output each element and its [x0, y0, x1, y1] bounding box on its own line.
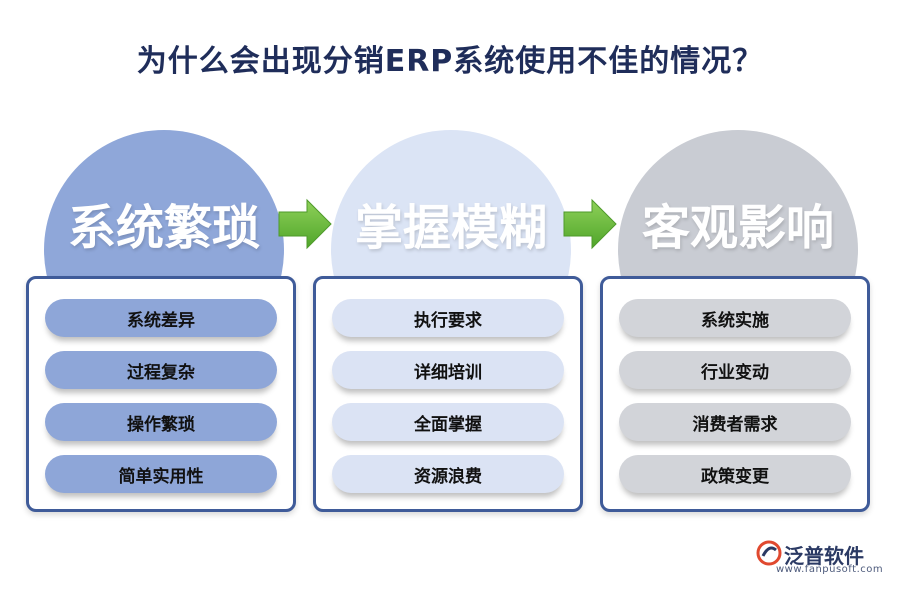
logo-name: 泛普软件 [784, 544, 864, 568]
logo-mark-icon [756, 540, 782, 566]
list-item: 资源浪费 [332, 455, 564, 493]
column-mastery-vague: 掌握模糊 执行要求 详细培训 全面掌握 资源浪费 [313, 130, 589, 520]
brand-logo: 泛普软件 www.fanpusoft.com [756, 540, 886, 580]
column-heading: 系统繁琐 [67, 200, 260, 256]
column-box: 系统差异 过程复杂 操作繁琐 简单实用性 [26, 276, 296, 512]
list-item: 全面掌握 [332, 403, 564, 441]
column-heading: 客观影响 [641, 200, 834, 256]
column-heading: 掌握模糊 [354, 200, 547, 256]
page-title: 为什么会出现分销ERP系统使用不佳的情况？ [136, 44, 764, 79]
column-objective-impact: 客观影响 系统实施 行业变动 消费者需求 政策变更 [600, 130, 876, 520]
right-arrow-icon [278, 198, 332, 250]
right-arrow-icon [563, 198, 617, 250]
column-box: 执行要求 详细培训 全面掌握 资源浪费 [313, 276, 583, 512]
list-item: 行业变动 [619, 351, 851, 389]
list-item: 系统实施 [619, 299, 851, 337]
list-item: 消费者需求 [619, 403, 851, 441]
list-item: 操作繁琐 [45, 403, 277, 441]
logo-url: www.fanpusoft.com [776, 564, 884, 575]
list-item: 简单实用性 [45, 455, 277, 493]
list-item: 执行要求 [332, 299, 564, 337]
list-item: 政策变更 [619, 455, 851, 493]
column-system-complexity: 系统繁琐 系统差异 过程复杂 操作繁琐 简单实用性 [26, 130, 302, 520]
column-box: 系统实施 行业变动 消费者需求 政策变更 [600, 276, 870, 512]
list-item: 过程复杂 [45, 351, 277, 389]
list-item: 详细培训 [332, 351, 564, 389]
list-item: 系统差异 [45, 299, 277, 337]
